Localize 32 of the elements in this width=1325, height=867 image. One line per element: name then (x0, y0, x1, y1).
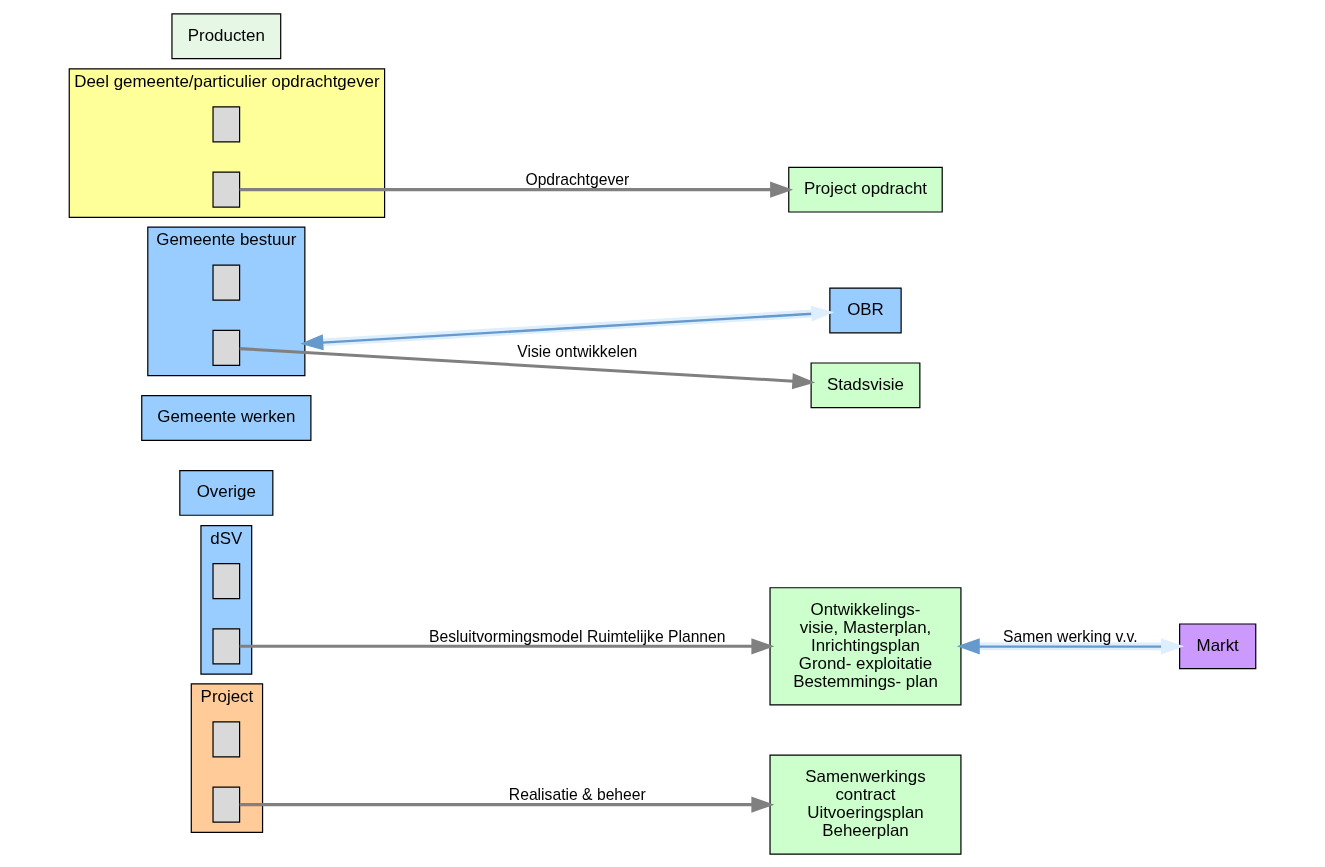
arrow (239, 637, 775, 654)
node-box: Overige (179, 469, 274, 516)
node-box: Gemeente werken (141, 394, 312, 441)
arrow (239, 796, 775, 813)
arrow (956, 637, 1185, 654)
node-box (212, 786, 241, 823)
node-box: OBR (829, 287, 902, 333)
node-box (212, 171, 241, 208)
edge-label: Besluitvormingsmodel Ruimtelijke Plannen (429, 627, 726, 645)
node-box (212, 264, 241, 301)
edge-label: Realisatie & beheer (508, 785, 646, 803)
arrow (300, 305, 835, 350)
node-box (212, 562, 241, 599)
node-box: Project opdracht (788, 166, 943, 213)
cluster: Gemeente bestuur (147, 226, 306, 376)
node-box: Ontwikkelings- visie, Masterplan, Inrichtingsplan Grond- exploitatie Bestemmings- plan (769, 586, 962, 706)
edge-label: Visie ontwikkelen (517, 342, 638, 360)
node-box (212, 720, 241, 757)
edge-label: Opdrachtgever (525, 170, 630, 188)
node-box: Markt (1179, 622, 1257, 669)
node-box (212, 627, 241, 664)
cluster: Deel gemeente/particulier opdrachtgever (68, 67, 386, 218)
arrow (239, 346, 816, 389)
cluster: dSV (200, 524, 253, 675)
node-box (212, 329, 241, 366)
node-box (212, 105, 241, 142)
node-box: Producten (171, 12, 282, 59)
node-box: Stadsvisie (810, 361, 921, 408)
cluster: Project (190, 682, 264, 833)
arrow (239, 181, 794, 198)
edge-label: Samen werking v.v. (1003, 627, 1138, 645)
node-box: Samenwerkings contract Uitvoeringsplan Beheerplan (769, 754, 962, 855)
